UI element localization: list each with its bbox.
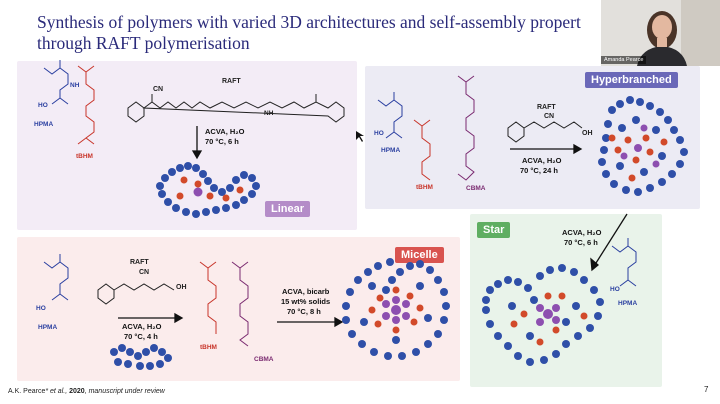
linear-nh2-label: NH	[264, 110, 274, 117]
linear-hpma-label: HPMA	[34, 121, 54, 128]
webcam-video[interactable]: Amanda Pearce	[601, 0, 720, 66]
hyper-tbhm-label: tBHM	[416, 184, 433, 191]
hyper-hpma-label: HPMA	[381, 147, 401, 154]
linear-condition-line1: ACVA, H₂O	[205, 127, 245, 136]
citation-author: A.K. Pearce	[8, 388, 46, 395]
micelle-cbma-label: CBMA	[254, 356, 274, 363]
hyperbranched-polymer-beads	[598, 96, 688, 196]
micelle-condition-line5: 70 °C, 8 h	[287, 307, 321, 316]
slide-title-line2: through RAFT polymerisation	[37, 33, 250, 53]
hyper-oh-label: OH	[582, 130, 593, 137]
linear-condition-line2: 70 °C, 6 h	[205, 137, 239, 146]
hyper-cbma-label: CBMA	[466, 185, 486, 192]
macro-raft-beads	[110, 344, 172, 370]
linear-raft-label: RAFT	[222, 78, 241, 85]
slide-title-line1: Synthesis of polymers with varied 3D arc…	[37, 12, 581, 32]
cursor-icon	[356, 131, 364, 142]
hyper-cn-label: CN	[544, 113, 555, 120]
page-number: 7	[704, 385, 709, 394]
linear-tag: Linear	[265, 201, 311, 217]
micelle-tag: Micelle	[395, 247, 444, 263]
linear-nh-label: NH	[70, 82, 80, 89]
citation: A.K. Pearce* et al., 2020, manuscript un…	[8, 388, 165, 395]
star-polymer-beads	[482, 264, 604, 366]
micelle-raft-label: RAFT	[130, 259, 149, 266]
micelle-oh-label: OH	[176, 284, 187, 291]
linear-polymer-beads	[156, 162, 260, 218]
micelle-tbhm-label: tBHM	[200, 344, 217, 351]
micelle-condition-line2: 70 °C, 4 h	[124, 332, 158, 341]
hyper-condition-line1: ACVA, H₂O	[522, 156, 562, 165]
micelle-condition-line1: ACVA, H₂O	[122, 322, 162, 331]
star-hpma-label: HPMA	[618, 300, 638, 307]
citation-rest: , manuscript under review	[84, 388, 165, 395]
star-panel	[470, 214, 662, 387]
hyper-ho-label: HO	[374, 130, 384, 137]
slide-title: Synthesis of polymers with varied 3D arc…	[37, 12, 607, 54]
micelle-hpma-label: HPMA	[38, 324, 58, 331]
star-condition-line2: 70 °C, 6 h	[564, 238, 598, 247]
micelle-ho-label: HO	[36, 305, 46, 312]
hyper-condition-line2: 70 °C, 24 h	[520, 166, 559, 175]
hyperbranched-tag: Hyperbranched	[585, 72, 678, 88]
linear-cn-label: CN	[153, 86, 164, 93]
micelle-beads	[342, 258, 450, 360]
micelle-condition-line3: ACVA, bicarb	[282, 287, 330, 296]
micelle-cn-label: CN	[139, 269, 150, 276]
linear-tbhm-label: tBHM	[76, 153, 93, 160]
star-tag: Star	[477, 222, 511, 238]
citation-etal: * et al.,	[45, 388, 68, 395]
presenter-avatar	[601, 0, 720, 66]
star-ho-label: HO	[610, 286, 620, 293]
hyper-raft-label: RAFT	[537, 104, 556, 111]
star-condition-line1: ACVA, H₂O	[562, 228, 602, 237]
linear-ho-label: HO	[38, 102, 48, 109]
citation-year: 2020	[69, 388, 85, 395]
micelle-condition-line4: 15 wt% solids	[281, 297, 331, 306]
webcam-name-tag: Amanda Pearce	[601, 56, 647, 64]
